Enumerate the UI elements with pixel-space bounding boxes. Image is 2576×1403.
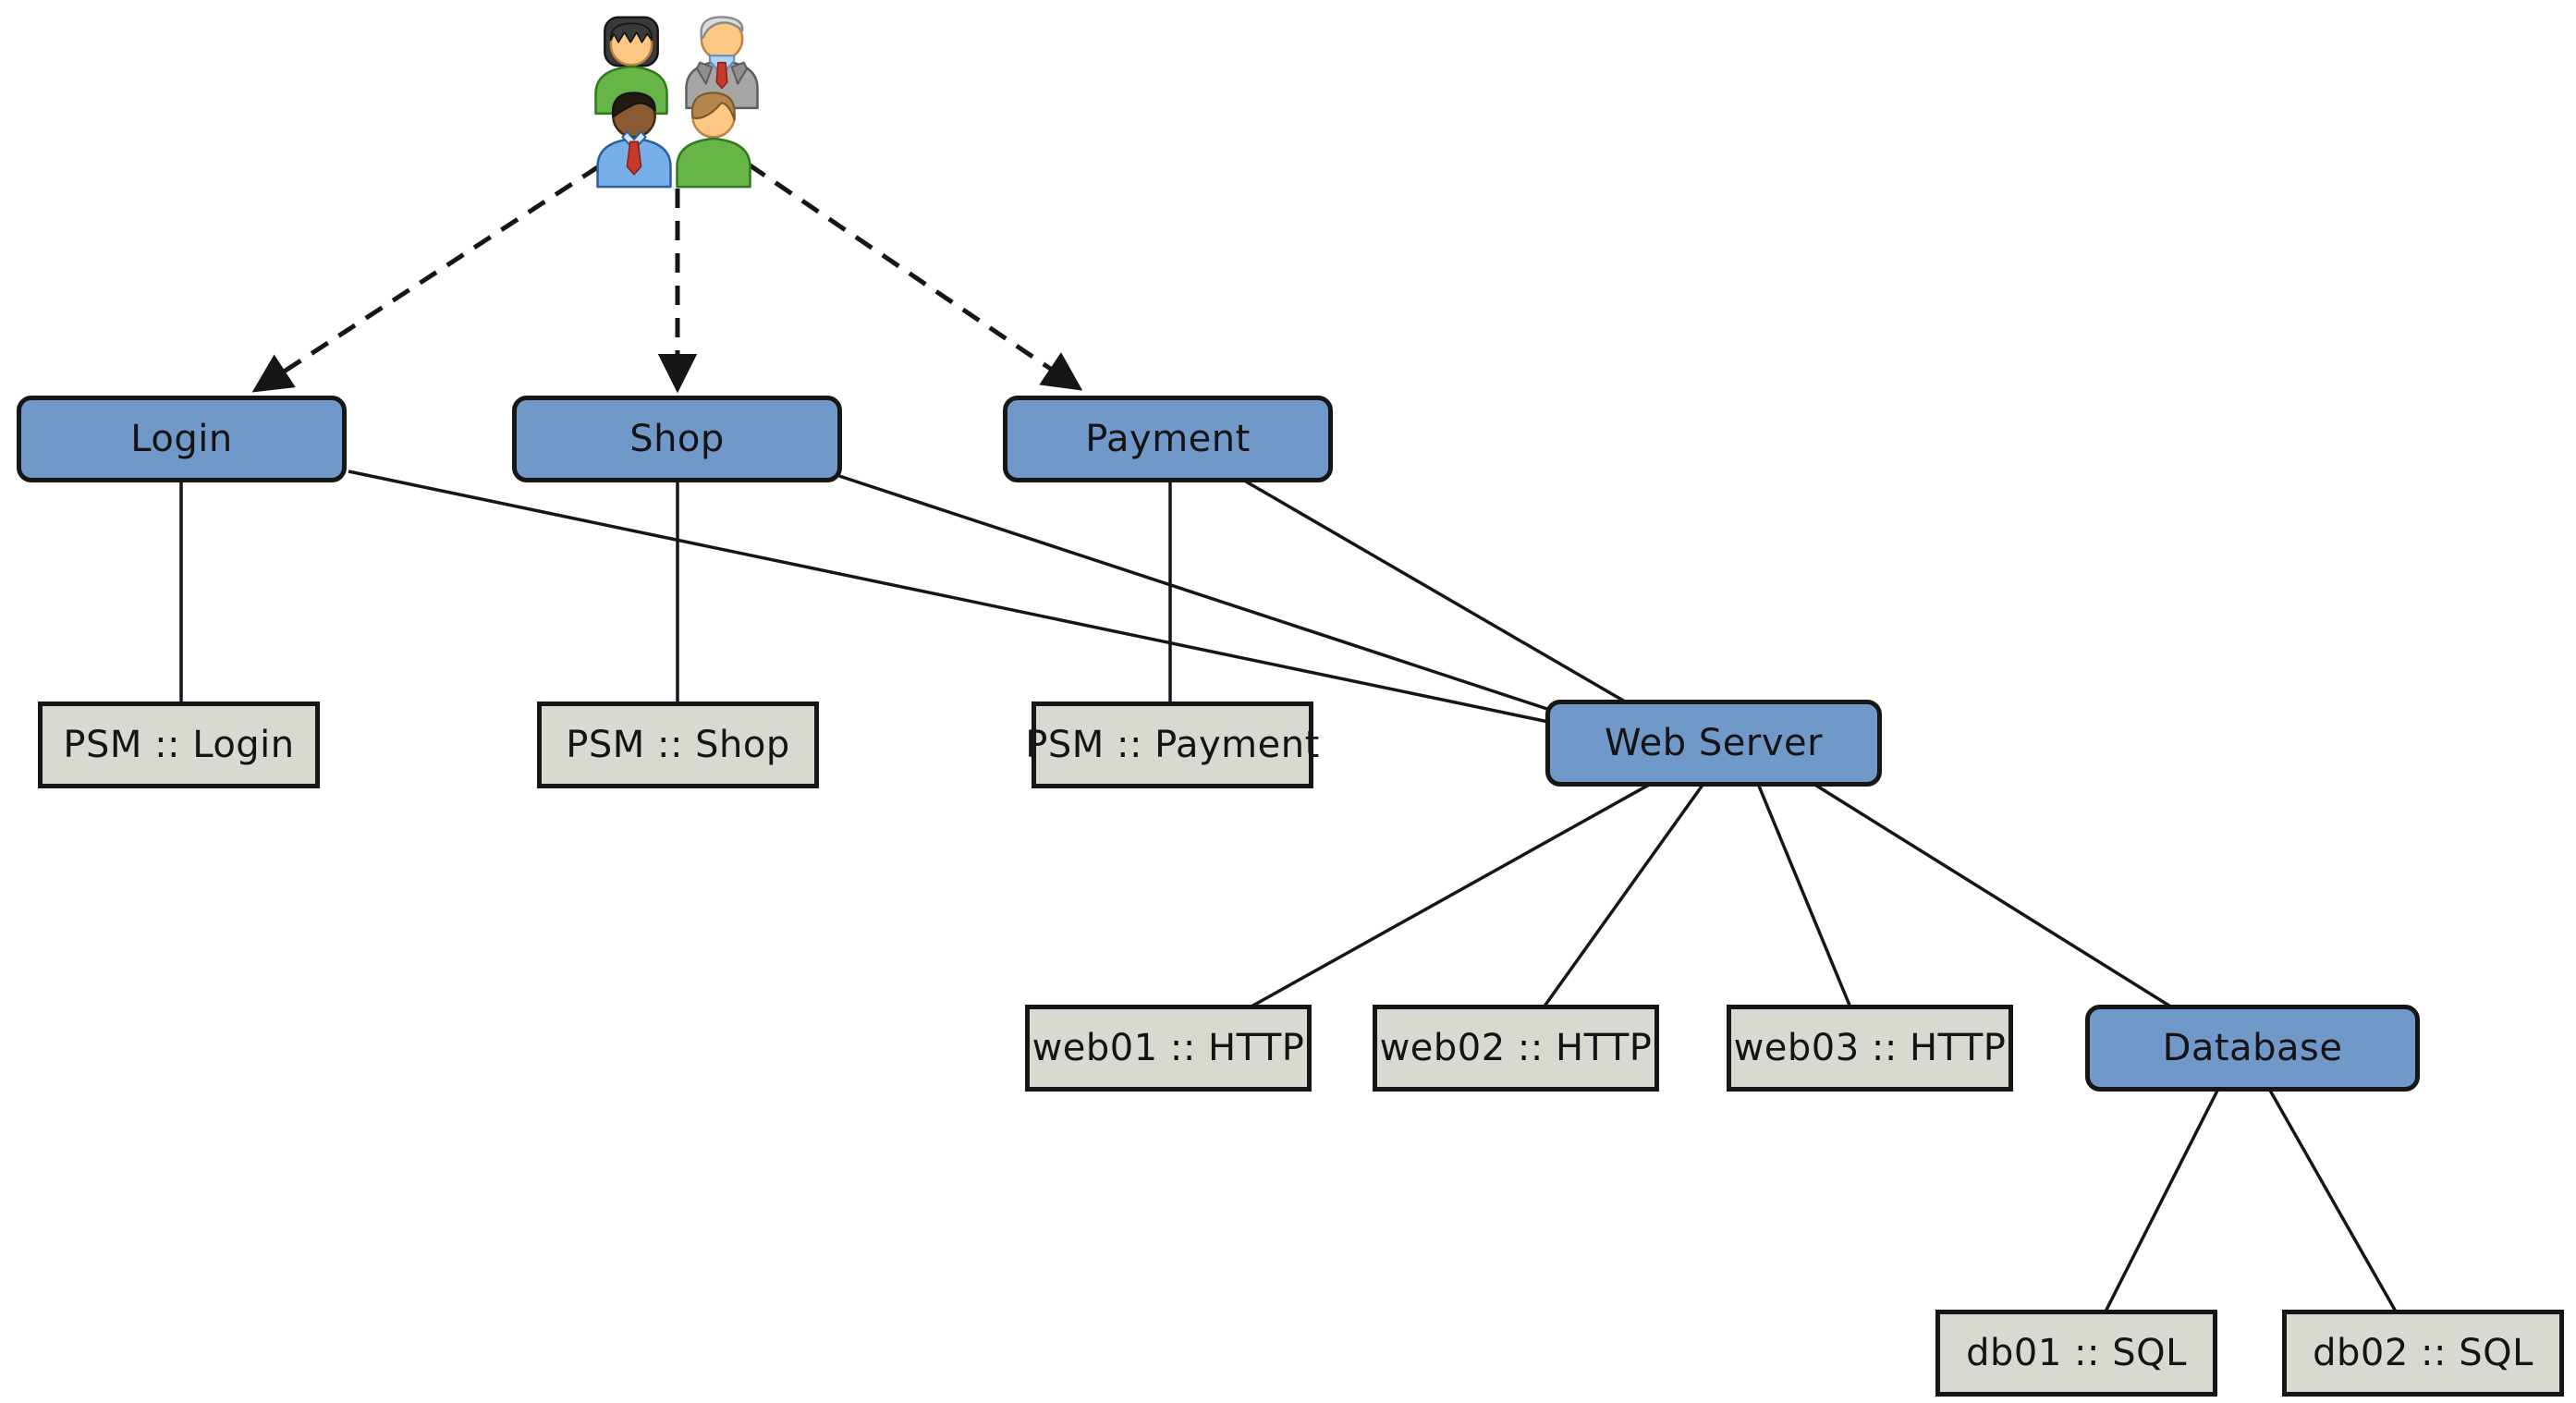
node-payment[interactable]: Payment: [1003, 396, 1333, 482]
node-psm-shop-label: PSM :: Shop: [566, 724, 790, 766]
node-web02-label: web02 :: HTTP: [1379, 1027, 1653, 1069]
edge-webserver-web01: [1249, 782, 1652, 1009]
node-web01[interactable]: web01 :: HTTP: [1025, 1005, 1312, 1092]
edge-login-webserver: [348, 470, 1554, 725]
edge-payment-webserver: [1245, 480, 1626, 703]
user-icon-woman: [594, 16, 668, 116]
edge-database-db01: [2104, 1088, 2220, 1312]
node-webserver-label: Web Server: [1604, 722, 1824, 764]
node-psm-login-label: PSM :: Login: [63, 724, 295, 766]
node-psm-payment[interactable]: PSM :: Payment: [1025, 702, 1319, 788]
node-web02[interactable]: web02 :: HTTP: [1373, 1005, 1659, 1092]
node-web01-label: web01 :: HTTP: [1032, 1027, 1305, 1069]
user-icon-person-green-shirt: [676, 92, 751, 189]
node-web03[interactable]: web03 :: HTTP: [1727, 1005, 2013, 1092]
node-db02-label: db02 :: SQL: [2313, 1332, 2533, 1374]
node-db01-label: db01 :: SQL: [1966, 1332, 2187, 1374]
node-shop[interactable]: Shop: [512, 396, 842, 482]
node-database[interactable]: Database: [2085, 1005, 2420, 1092]
edge-users-payment: [747, 162, 1083, 391]
node-shop-label: Shop: [629, 418, 725, 460]
edge-webserver-web02: [1542, 782, 1705, 1009]
edge-users-login: [251, 164, 601, 393]
edge-shop-webserver: [838, 474, 1554, 713]
node-psm-payment-label: PSM :: Payment: [1025, 724, 1320, 766]
edge-database-db02: [2267, 1088, 2398, 1312]
node-db01[interactable]: db01 :: SQL: [1935, 1310, 2217, 1397]
node-webserver[interactable]: Web Server: [1545, 700, 1882, 787]
node-web03-label: web03 :: HTTP: [1733, 1027, 2007, 1069]
node-payment-label: Payment: [1085, 418, 1251, 460]
user-icon-man-blue-shirt: [596, 92, 672, 189]
users-group-icon: [594, 16, 759, 189]
edge-webserver-web03: [1756, 783, 1852, 1008]
node-psm-login[interactable]: PSM :: Login: [38, 702, 320, 788]
node-database-label: Database: [2162, 1027, 2343, 1069]
node-psm-shop[interactable]: PSM :: Shop: [537, 702, 819, 788]
node-login[interactable]: Login: [17, 396, 347, 482]
node-login-label: Login: [130, 418, 233, 460]
edge-webserver-database: [1813, 782, 2173, 1009]
node-db02[interactable]: db02 :: SQL: [2282, 1310, 2564, 1397]
